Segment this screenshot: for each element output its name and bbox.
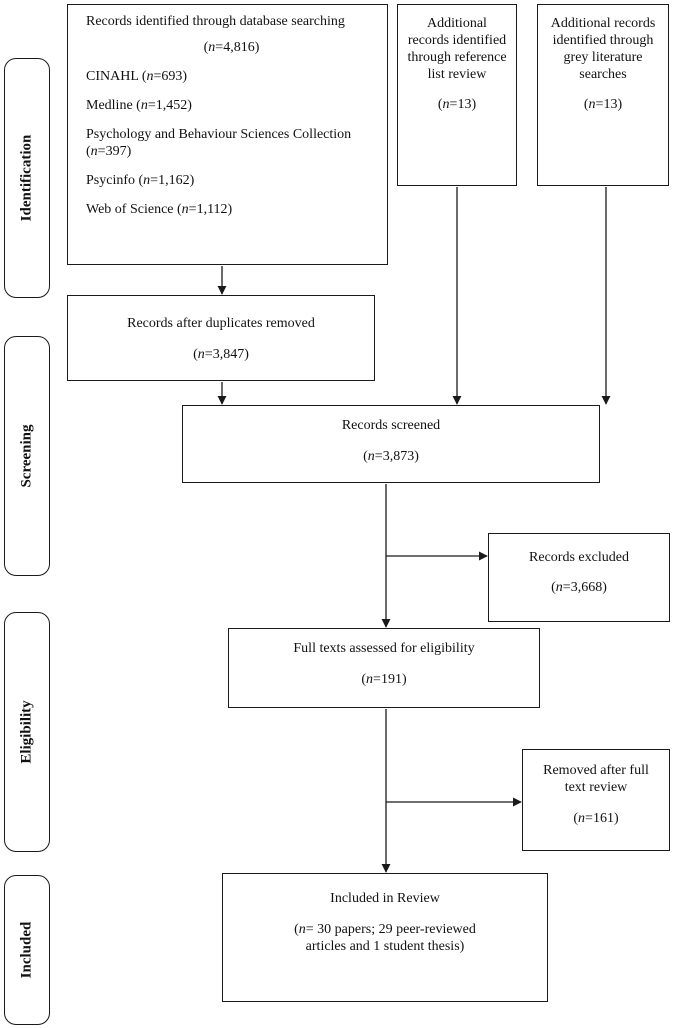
reference-list-count: (n=13) [437, 97, 477, 112]
records-screened-title: Records screened [341, 418, 441, 433]
duplicates-removed-box: Records after duplicates removed (n=3,84… [67, 295, 375, 381]
included-box: Included in Review (n= 30 papers; 29 pee… [222, 873, 548, 1002]
duplicates-removed-count: (n=3,847) [193, 347, 249, 362]
source-psychology-behaviour: Psychology and Behaviour Sciences Collec… [86, 127, 352, 159]
records-excluded-title: Records excluded [529, 550, 629, 565]
source-cinahl: CINAHL (n=693) [86, 69, 188, 84]
removed-count: (n=161) [573, 811, 619, 826]
database-search-box: Records identified through database sear… [67, 4, 388, 265]
stage-screening: Screening [4, 336, 50, 576]
included-title: Included in Review [330, 891, 440, 906]
grey-literature-box: Additional records identified through gr… [537, 4, 669, 186]
database-search-title: Records identified through database sear… [86, 14, 345, 29]
records-screened-count: (n=3,873) [363, 449, 419, 464]
source-psycinfo: Psycinfo (n=1,162) [86, 173, 195, 188]
records-excluded-count: (n=3,668) [551, 580, 607, 595]
duplicates-removed-title: Records after duplicates removed [127, 316, 315, 331]
source-medline: Medline (n=1,452) [86, 98, 192, 113]
reference-list-title: Additional records identified through re… [407, 16, 507, 82]
full-text-count: (n=191) [361, 672, 407, 687]
included-detail: (n= 30 papers; 29 peer-reviewed articles… [294, 922, 476, 954]
grey-literature-count: (n=13) [583, 97, 623, 112]
stage-identification: Identification [4, 58, 50, 298]
reference-list-box: Additional records identified through re… [397, 4, 517, 186]
removed-title: Removed after full text review [543, 763, 649, 795]
records-excluded-box: Records excluded (n=3,668) [488, 533, 670, 622]
grey-literature-title: Additional records identified through gr… [550, 16, 656, 82]
source-web-of-science: Web of Science (n=1,112) [86, 202, 233, 217]
removed-box: Removed after full text review (n=161) [522, 749, 670, 851]
stage-eligibility: Eligibility [4, 612, 50, 852]
records-screened-box: Records screened (n=3,873) [182, 405, 600, 483]
database-search-total: (n=4,816) [203, 40, 260, 55]
stage-included: Included [4, 875, 50, 1025]
full-text-box: Full texts assessed for eligibility (n=1… [228, 628, 540, 708]
full-text-title: Full texts assessed for eligibility [293, 641, 475, 656]
